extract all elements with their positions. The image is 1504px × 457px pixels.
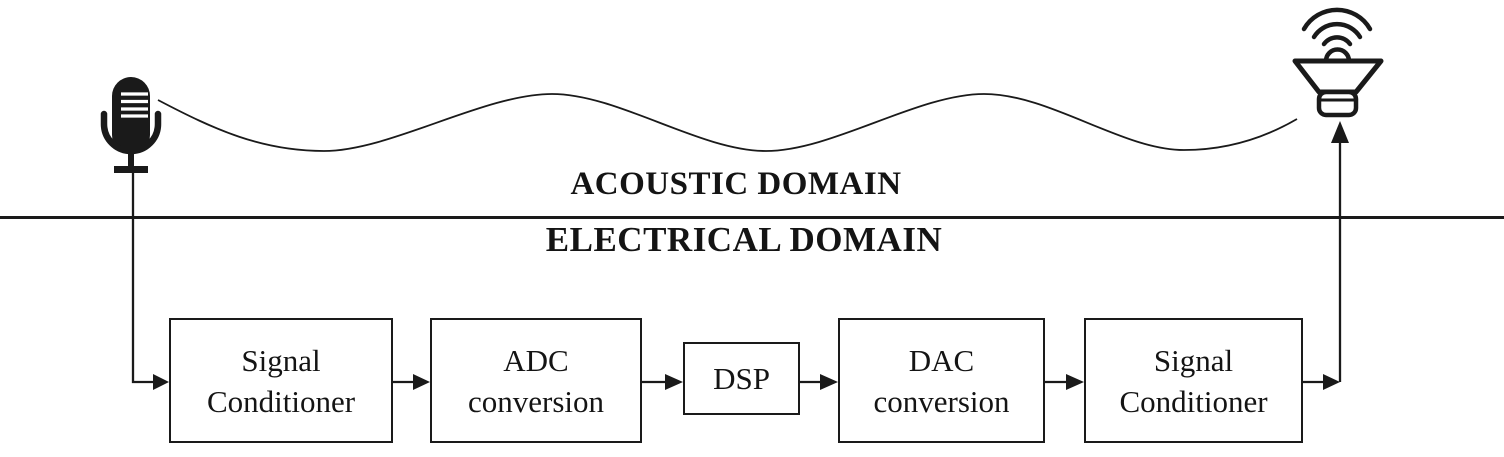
acoustic-domain-label: ACOUSTIC DOMAIN <box>570 166 902 202</box>
block-label: ADC conversion <box>468 340 604 422</box>
dsp-to-dac-connector <box>800 374 838 390</box>
block-label-line: Conditioner <box>1119 383 1268 419</box>
microphone-grille-lines <box>121 92 148 118</box>
block-dac-conversion: DAC conversion <box>838 318 1045 443</box>
loudspeaker-horn <box>1292 58 1384 95</box>
block-adc-conversion: ADC conversion <box>430 318 642 443</box>
adc-to-dsp-connector <box>642 374 683 390</box>
sound-wave-arc-middle <box>1311 21 1363 40</box>
block-label-line: Conditioner <box>206 383 356 419</box>
block-label: DSP <box>713 358 770 399</box>
arrowhead-right-icon <box>413 374 430 390</box>
loudspeaker-body <box>1316 89 1359 118</box>
loudspeaker-icon <box>1292 7 1384 118</box>
block-dsp: DSP <box>683 342 800 415</box>
arrowhead-right-icon <box>1323 374 1340 390</box>
arrowhead-up-icon <box>1331 121 1349 143</box>
block-label: DAC conversion <box>873 340 1009 422</box>
loudspeaker-dome <box>1323 47 1352 62</box>
arrowhead-right-icon <box>153 374 169 390</box>
block-label-line: conversion <box>467 383 605 419</box>
block-label-line: ADC <box>503 342 569 378</box>
block-label: Signal Conditioner <box>207 340 355 422</box>
signal-conditioner-to-adc-connector <box>393 374 430 390</box>
block-label-line: Signal <box>241 342 321 378</box>
signal-conditioner-to-speaker-connector <box>1303 121 1349 390</box>
arrowhead-right-icon <box>665 374 683 390</box>
acoustic-wave <box>157 93 1298 152</box>
domain-divider-line <box>0 216 1504 219</box>
sound-wave-arc-inner <box>1321 35 1353 47</box>
block-label-line: conversion <box>873 383 1010 419</box>
block-label-line: Signal <box>1153 342 1234 378</box>
sound-wave-arc-outer <box>1301 7 1373 32</box>
electrical-domain-label: ELECTRICAL DOMAIN <box>545 220 943 259</box>
block-signal-conditioner-input: Signal Conditioner <box>169 318 393 443</box>
block-label-line: DAC <box>908 342 975 378</box>
block-signal-conditioner-output: Signal Conditioner <box>1084 318 1303 443</box>
mic-to-signal-conditioner-connector <box>131 173 169 390</box>
microphone-icon <box>100 77 162 173</box>
arrowhead-right-icon <box>820 374 838 390</box>
arrowhead-right-icon <box>1066 374 1084 390</box>
block-label: Signal Conditioner <box>1119 340 1267 422</box>
block-label-line: DSP <box>713 361 770 396</box>
connector-line <box>131 173 154 384</box>
dac-to-signal-conditioner-connector <box>1045 374 1084 390</box>
